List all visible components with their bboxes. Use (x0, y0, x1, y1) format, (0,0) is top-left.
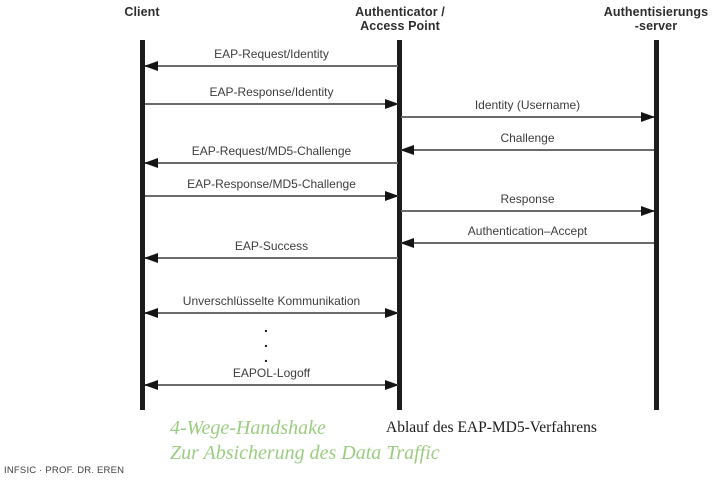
message-label: EAP-Success (234, 239, 309, 253)
lifeline-authenticator (397, 40, 402, 410)
diagram-caption: Ablauf des EAP-MD5-Verfahrens (386, 419, 597, 436)
message-eap-response-md5-challenge: EAP-Response/MD5-Challenge (145, 177, 399, 201)
message-challenge: Challenge (400, 131, 654, 155)
annotation-text: 4-Wege-Handshake Zur Absicherung des Dat… (170, 416, 440, 465)
message-arrow (400, 238, 654, 248)
message-label: EAPOL-Logoff (232, 366, 311, 380)
message-eap-success: EAP-Success (144, 239, 398, 263)
message-label: EAP-Response/MD5-Challenge (187, 177, 356, 191)
message-label: Unverschlüsselte Kommunikation (182, 294, 361, 308)
message-response: Response (401, 192, 655, 216)
message-arrow (144, 380, 399, 390)
actor-client-line1: Client (124, 5, 160, 19)
actor-label-auth-server: Authentisierungs -server (586, 5, 721, 33)
actor-label-authenticator: Authenticator / Access Point (330, 5, 470, 33)
message-arrow (145, 191, 399, 201)
actor-auth-server-line1: Authentisierungs (603, 5, 709, 19)
lifeline-client (140, 40, 145, 410)
arrowhead-right-icon (641, 112, 655, 122)
arrowhead-right-icon (385, 191, 399, 201)
message-eapol-logoff: EAPOL-Logoff (144, 366, 399, 390)
message-identity-username: Identity (Username) (401, 98, 655, 122)
arrowhead-left-icon (144, 253, 158, 263)
message-label: EAP-Request/Identity (214, 47, 329, 61)
continuation-dots: . . . (264, 319, 268, 365)
annotation-line1: 4-Wege-Handshake (170, 417, 326, 439)
message-label: EAP-Response/Identity (209, 85, 334, 99)
actor-auth-server-line2: -server (634, 19, 678, 33)
arrowhead-left-icon (144, 308, 158, 318)
arrowhead-left-icon (400, 145, 414, 155)
message-eap-response-identity: EAP-Response/Identity (145, 85, 399, 109)
lifeline-auth-server (654, 40, 659, 410)
arrowhead-left-icon (144, 61, 158, 71)
message-arrow (400, 145, 654, 155)
message-arrow (144, 253, 398, 263)
arrowhead-right-icon (641, 206, 655, 216)
arrowhead-right-icon (385, 308, 399, 318)
arrowhead-left-icon (400, 238, 414, 248)
message-eap-request-identity: EAP-Request/Identity (144, 47, 398, 71)
message-arrow (144, 61, 398, 71)
actor-authenticator-line2: Access Point (360, 19, 440, 33)
arrowhead-left-icon (144, 380, 158, 390)
annotation-line2: Zur Absicherung des Data Traffic (170, 441, 440, 464)
message-unverschluesselte-kommunikation: Unverschlüsselte Kommunikation (144, 294, 399, 318)
arrowhead-right-icon (385, 380, 399, 390)
message-arrow (145, 99, 399, 109)
arrowhead-right-icon (385, 99, 399, 109)
message-arrow (144, 158, 398, 168)
message-label: Response (500, 192, 555, 206)
message-label: Authentication–Accept (467, 224, 588, 238)
message-label: EAP-Request/MD5-Challenge (191, 144, 352, 158)
message-authentication-accept: Authentication–Accept (400, 224, 654, 248)
message-eap-request-md5-challenge: EAP-Request/MD5-Challenge (144, 144, 398, 168)
message-label: Identity (Username) (474, 98, 581, 112)
actor-authenticator-line1: Authenticator / (355, 5, 445, 19)
actor-label-client: Client (92, 5, 192, 19)
arrowhead-left-icon (144, 158, 158, 168)
slide-footer: INFSIC · PROF. DR. EREN (4, 465, 125, 476)
message-arrow (401, 112, 655, 122)
message-label: Challenge (500, 131, 555, 145)
message-arrow (144, 308, 399, 318)
message-arrow (401, 206, 655, 216)
